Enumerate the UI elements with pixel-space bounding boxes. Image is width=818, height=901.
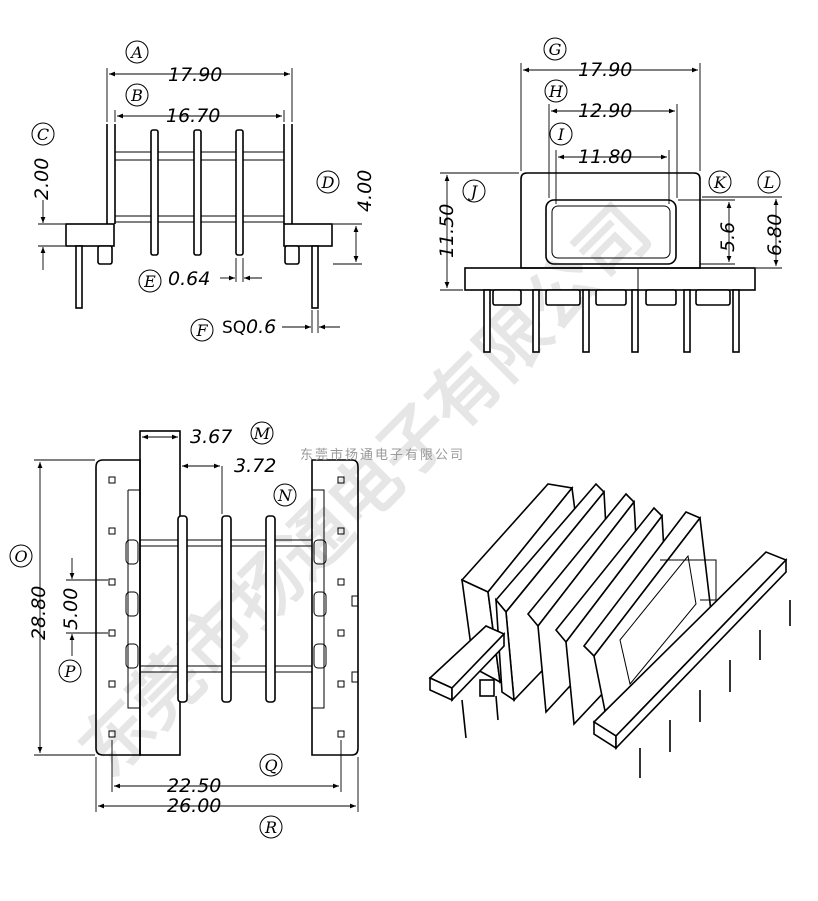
svg-text:G: G	[549, 40, 562, 59]
circle-label-l: L	[757, 170, 781, 194]
dim-q-value: 22.50	[167, 775, 221, 797]
circle-label-a: A	[125, 40, 149, 64]
svg-text:K: K	[713, 173, 727, 192]
dim-c-value: 2.00	[31, 158, 53, 200]
circle-label-o: O	[9, 544, 33, 568]
circle-label-g: G	[543, 37, 567, 61]
dim-n-value: 3.72	[234, 455, 276, 477]
svg-text:H: H	[548, 82, 564, 101]
dim-g-value: 17.90	[578, 59, 632, 81]
dim-r-value: 26.00	[167, 795, 221, 817]
svg-text:O: O	[14, 547, 27, 566]
dim-o-value: 28.80	[28, 586, 50, 640]
circle-label-e: E	[138, 269, 162, 293]
circle-label-r: R	[259, 815, 283, 839]
dim-e-value: 0.64	[168, 268, 210, 290]
company-name: 东莞市扬通电子有限公司	[300, 447, 465, 463]
dim-h-value: 12.90	[578, 100, 632, 122]
dim-i-value: 11.80	[578, 146, 632, 168]
circle-label-f: F	[190, 318, 214, 342]
svg-text:B: B	[130, 86, 143, 105]
svg-text:E: E	[143, 272, 156, 291]
circle-label-k: K	[708, 170, 732, 194]
isometric-view	[428, 482, 791, 778]
circle-label-q: Q	[259, 753, 283, 777]
dim-j-value: 11.50	[436, 204, 458, 258]
svg-text:C: C	[37, 125, 49, 144]
dim-m-value: 3.67	[190, 426, 232, 448]
circle-label-p: P	[58, 659, 82, 683]
dim-k-value: 5.6	[717, 222, 739, 252]
dim-p-value: 5.00	[60, 588, 82, 630]
top-view	[34, 430, 359, 812]
circle-label-n: N	[273, 483, 297, 507]
circle-label-h: H	[544, 79, 568, 103]
svg-text:N: N	[277, 486, 293, 505]
svg-text:L: L	[763, 173, 775, 192]
svg-text:R: R	[264, 818, 277, 837]
circle-label-b: B	[125, 83, 149, 107]
dim-b-value: 16.70	[166, 105, 220, 127]
circle-label-d: D	[316, 170, 340, 194]
dim-d-value: 4.00	[354, 170, 376, 212]
circle-label-j: J	[462, 179, 486, 203]
svg-text:J: J	[468, 182, 479, 201]
front-view	[38, 68, 362, 333]
circle-label-c: C	[31, 122, 55, 146]
dim-a-value: 17.90	[168, 64, 222, 86]
svg-text:Q: Q	[264, 756, 277, 775]
svg-text:I: I	[557, 125, 565, 144]
dim-l-value: 6.80	[764, 214, 786, 256]
circle-label-i: I	[549, 122, 573, 146]
dim-f-prefix: SQ	[222, 318, 246, 338]
dim-f-value: 0.6	[246, 316, 276, 338]
svg-text:A: A	[129, 43, 143, 62]
svg-text:F: F	[195, 321, 208, 340]
svg-text:P: P	[64, 662, 76, 681]
svg-text:D: D	[321, 173, 335, 192]
svg-text:M: M	[253, 424, 271, 443]
circle-label-m: M	[250, 421, 274, 445]
side-view	[440, 63, 782, 353]
